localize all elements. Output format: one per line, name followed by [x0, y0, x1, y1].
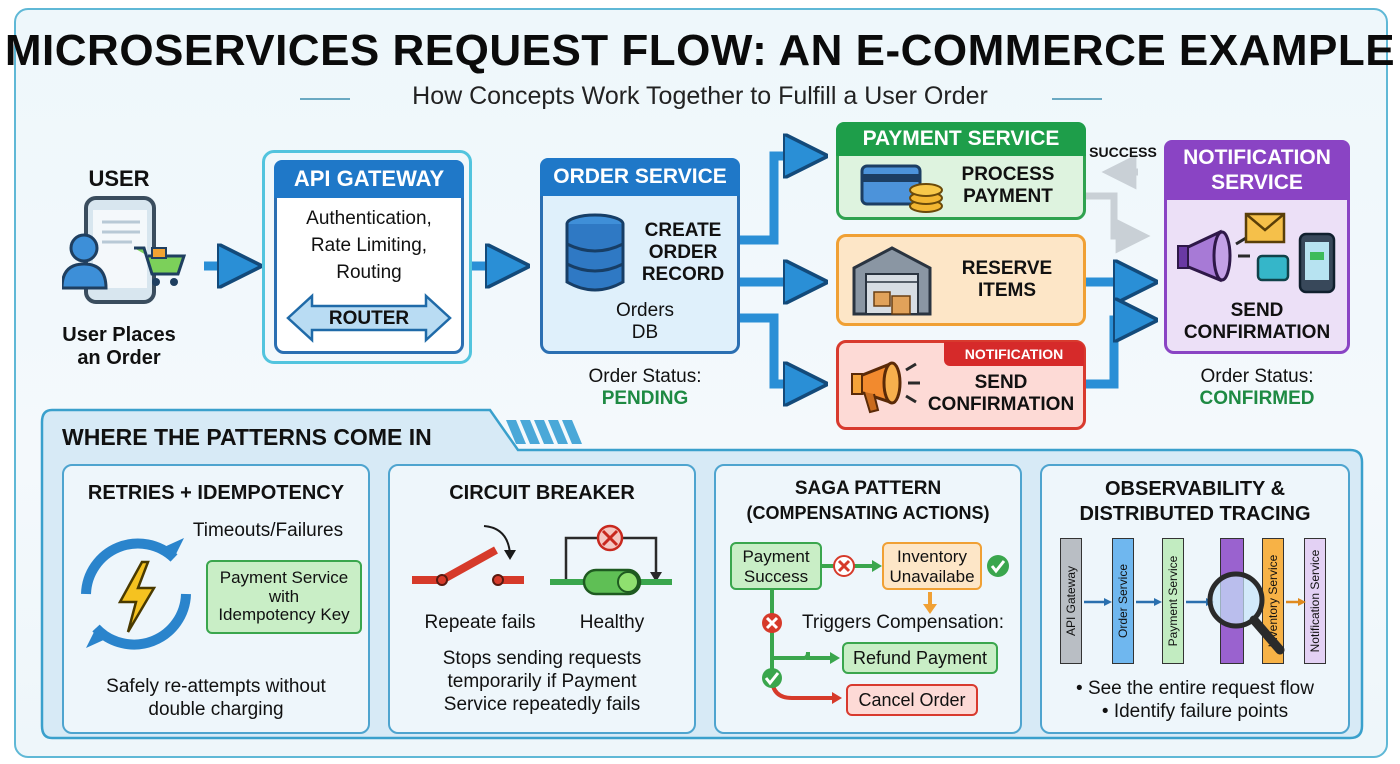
notification-service-header-line2: SERVICE	[1211, 171, 1303, 194]
saga-refund-payment: Refund Payment	[842, 642, 998, 674]
circuit-desc-line2: temporarily if Payment	[447, 671, 637, 692]
notification-service-header-line1: NOTIFICATION	[1183, 146, 1331, 169]
saga-flow-graphic	[762, 555, 1009, 704]
notification-service-action-line1: SEND	[1230, 300, 1284, 321]
retries-failures: Timeouts/Failures	[192, 520, 344, 541]
success-label: SUCCESS	[1089, 144, 1157, 160]
order-service-header: ORDER SERVICE	[540, 158, 740, 196]
observability-title-line2: DISTRIBUTED TRACING	[1079, 503, 1311, 525]
page-subtitle: How Concepts Work Together to Fulfill a …	[412, 82, 988, 110]
router-label: ROUTER	[328, 308, 410, 329]
saga-cancel-order: Cancel Order	[846, 684, 978, 716]
order-status-label: Order Status:	[588, 366, 702, 387]
inventory-action-line1: RESERVE	[961, 258, 1053, 279]
circuit-desc-line1: Stops sending requests	[442, 648, 642, 669]
payment-action-line1: PROCESS	[961, 164, 1055, 185]
trace-bar-order-service: Order Service	[1112, 538, 1134, 664]
observability-bullet2: • Identify failure points	[1101, 701, 1289, 722]
subtitle-rule-left	[300, 98, 350, 100]
saga-payment-line1: Payment	[742, 547, 810, 566]
circuit-desc-line3: Service repeatedly fails	[443, 694, 641, 715]
trace-bar-api-gateway: API Gateway	[1060, 538, 1082, 664]
user-heading: USER	[88, 166, 150, 191]
idempotency-tag-line2: with	[268, 587, 300, 606]
inventory-action-line2: ITEMS	[977, 280, 1037, 301]
retry-cycle-lightning-icon	[81, 538, 191, 650]
database-icon	[565, 213, 625, 292]
notification-channels-icon	[1177, 212, 1336, 294]
saga-triggers: Triggers Compensation:	[801, 612, 1005, 633]
final-status-label: Order Status:	[1200, 366, 1314, 387]
retries-desc-line1: Safely re-attempts without	[106, 676, 326, 697]
idempotency-tag-line3: Idempotency Key	[218, 605, 350, 624]
arrow-payment-to-notification	[1086, 192, 1151, 254]
saga-title-line2: (COMPENSATING ACTIONS)	[746, 503, 990, 523]
saga-payment-line2: Success	[743, 567, 809, 586]
orders-db-line1: Orders	[615, 300, 675, 321]
api-gateway-line1: Authentication,	[306, 208, 432, 229]
page-title: MICROSERVICES REQUEST FLOW: AN E-COMMERC…	[4, 26, 1396, 75]
notification-send-line2: CONFIRMATION	[927, 394, 1075, 415]
saga-title-line1: SAGA PATTERN	[794, 478, 942, 499]
trace-bar-notification-service: Notification Service	[1304, 538, 1326, 664]
notification-service-action-line2: CONFIRMATION	[1183, 322, 1331, 343]
healthy-label: Healthy	[579, 612, 645, 633]
order-status-value: PENDING	[601, 388, 689, 409]
order-action-line1: CREATE	[644, 220, 722, 241]
warehouse-icon	[852, 246, 932, 316]
arrow-order-to-payment	[740, 156, 812, 245]
order-action-line3: RECORD	[641, 264, 725, 285]
retries-desc-line2: double charging	[148, 699, 284, 720]
circuit-breaker-card	[388, 464, 696, 734]
payment-action-line2: PAYMENT	[963, 186, 1053, 207]
notification-send-line1: SEND	[974, 372, 1028, 393]
patterns-heading: WHERE THE PATTERNS COME IN	[62, 424, 432, 450]
saga-inventory-unavailable: Inventory Unavailabe	[882, 542, 982, 590]
saga-inventory-line2: Unavailabe	[889, 567, 975, 586]
trace-links-and-magnifier	[1084, 571, 1306, 655]
arrow-sendconf-to-notification	[1086, 320, 1142, 389]
final-status-value: CONFIRMED	[1199, 388, 1315, 409]
observability-title-line1: OBSERVABILITY &	[1104, 478, 1286, 500]
api-gateway-outer-glow	[262, 150, 472, 364]
saga-payment-success: Payment Success	[730, 542, 822, 590]
retries-title: RETRIES + IDEMPOTENCY	[87, 482, 345, 504]
trace-bar-payment-service: Payment Service	[1162, 538, 1184, 664]
credit-card-coins-icon	[860, 164, 943, 213]
subtitle-rule-right	[1052, 98, 1102, 100]
order-action-line2: ORDER	[648, 242, 718, 263]
payment-service-header: PAYMENT SERVICE	[836, 122, 1086, 156]
arrow-order-to-notification	[740, 313, 812, 384]
idempotency-tag-line1: Payment Service	[219, 568, 349, 587]
repeated-fails-label: Repeate fails	[424, 612, 536, 633]
router-double-arrow-icon	[286, 293, 452, 343]
notification-tag: NOTIFICATION	[944, 342, 1084, 366]
saga-inventory-line1: Inventory	[897, 547, 967, 566]
api-gateway-header: API GATEWAY	[274, 160, 464, 198]
healthy-circuit-icon	[550, 524, 672, 596]
user-caption-line2: an Order	[77, 347, 161, 369]
megaphone-icon	[851, 361, 920, 414]
observability-bullet1: • See the entire request flow	[1076, 678, 1314, 699]
user-caption-line1: User Places	[62, 324, 176, 346]
api-gateway-line3: Routing	[336, 262, 402, 283]
user-with-phone-and-cart-icon	[62, 196, 186, 304]
api-gateway-line2: Rate Limiting,	[310, 235, 428, 256]
notification-service-header: NOTIFICATION SERVICE	[1164, 140, 1350, 200]
orders-db-line2: DB	[631, 322, 659, 343]
circuit-breaker-title: CIRCUIT BREAKER	[449, 482, 635, 504]
open-circuit-switch-icon	[412, 525, 524, 586]
idempotency-key-tag: Payment Service with Idempotency Key	[206, 560, 362, 634]
patterns-panel	[40, 408, 1364, 740]
